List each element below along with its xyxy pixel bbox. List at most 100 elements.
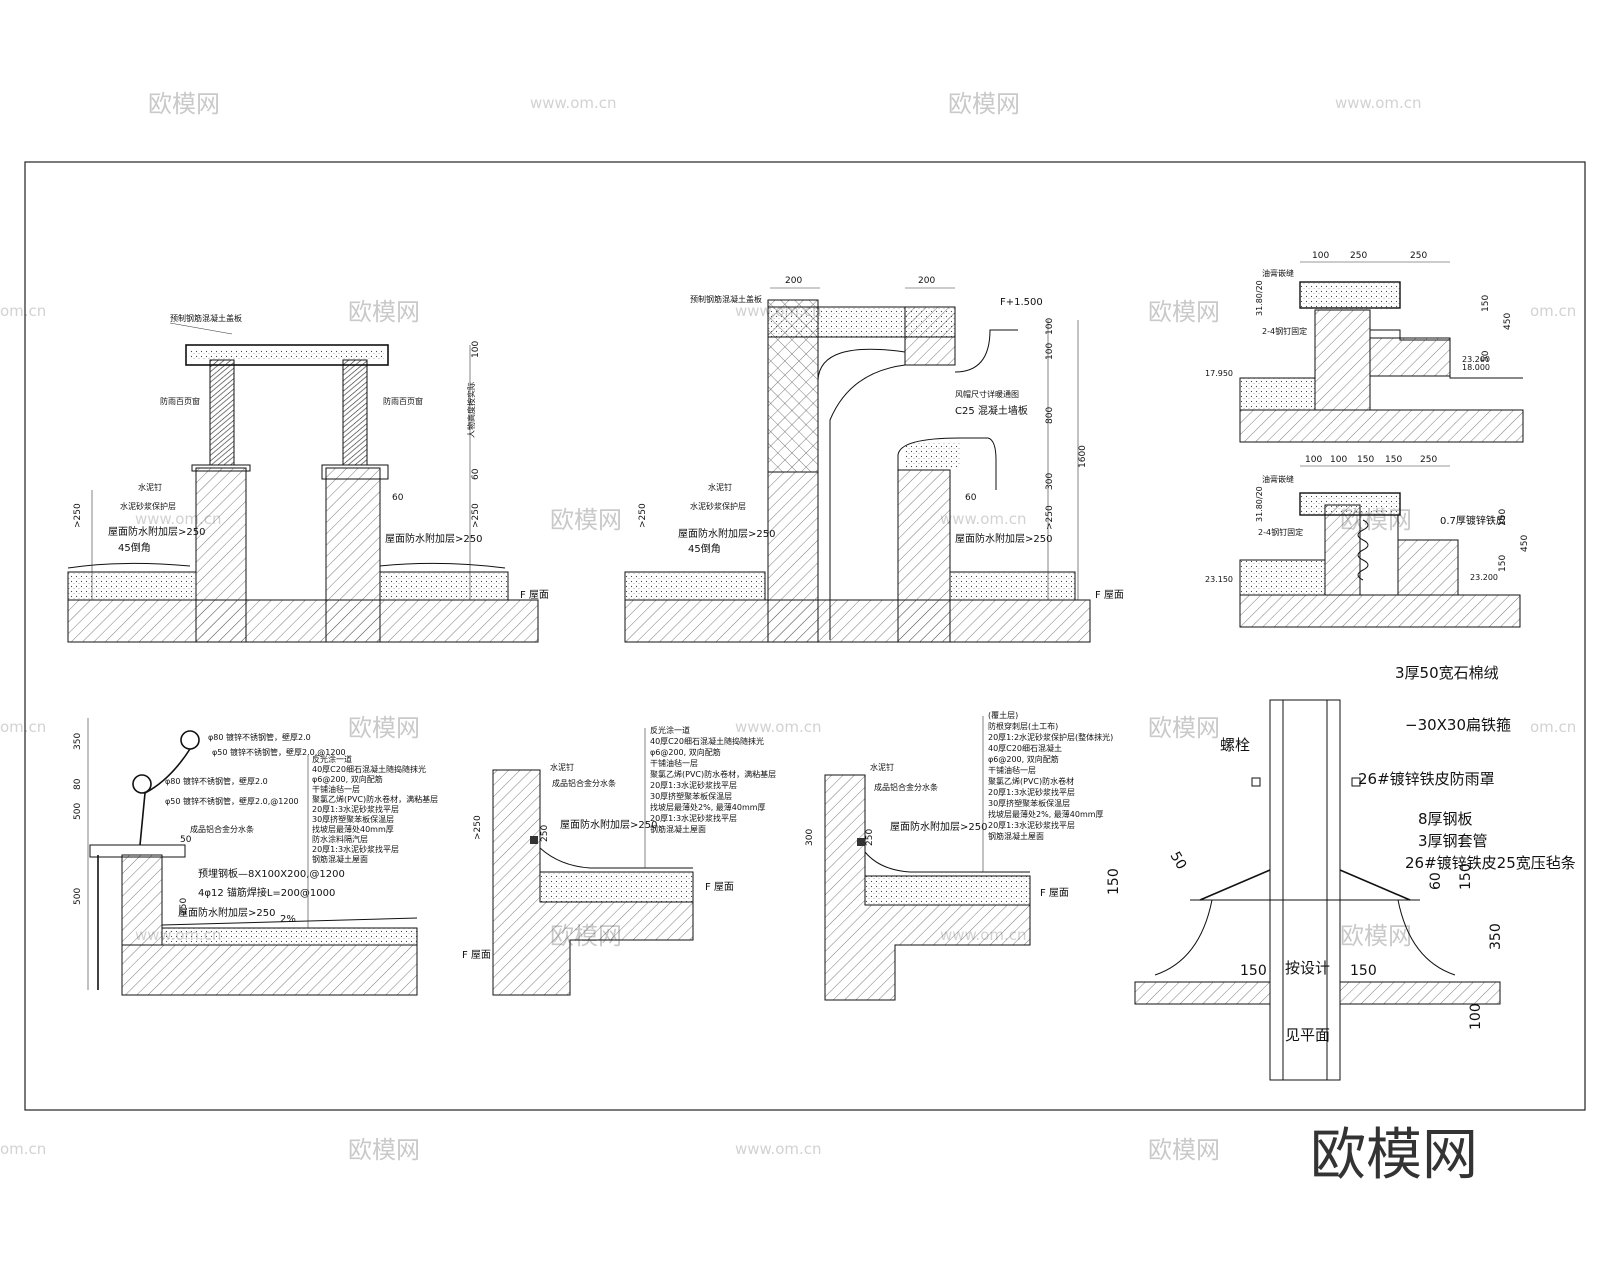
- svg-text:50: 50: [1481, 350, 1491, 362]
- svg-text:钢筋混凝土屋面: 钢筋混凝土屋面: [988, 831, 1044, 841]
- svg-text:F 屋面: F 屋面: [1040, 887, 1069, 899]
- svg-text:www.om.cn: www.om.cn: [1335, 94, 1422, 112]
- svg-text:F 屋面: F 屋面: [705, 881, 734, 893]
- svg-text:聚氯乙烯(PVC)防水卷材: 聚氯乙烯(PVC)防水卷材: [988, 776, 1074, 786]
- svg-text:φ6@200, 双向配筋: φ6@200, 双向配筋: [312, 774, 383, 784]
- svg-text:成品铝合金分水条: 成品铝合金分水条: [190, 824, 254, 834]
- svg-text:100: 100: [1330, 455, 1347, 465]
- svg-text:欧模网: 欧模网: [550, 506, 622, 534]
- parapet-top-note: 预制钢筋混凝土盖板: [170, 313, 242, 323]
- svg-text:20厚1:3水泥砂浆找平层: 20厚1:3水泥砂浆找平层: [312, 804, 399, 814]
- svg-text:500: 500: [73, 803, 83, 820]
- svg-text:水泥钉: 水泥钉: [708, 482, 732, 492]
- svg-text:45倒角: 45倒角: [688, 543, 721, 555]
- svg-text:60: 60: [392, 493, 404, 503]
- svg-text:250: 250: [1410, 251, 1427, 261]
- svg-text:找坡层最薄处2%, 最薄40mm厚: 找坡层最薄处2%, 最薄40mm厚: [988, 809, 1104, 819]
- svg-text:150: 150: [1458, 863, 1474, 890]
- svg-text:干铺油毡一层: 干铺油毡一层: [988, 765, 1036, 775]
- svg-text:>250: >250: [471, 503, 481, 528]
- svg-text:(覆土层): (覆土层): [988, 710, 1018, 720]
- svg-text:100: 100: [1045, 318, 1055, 335]
- svg-text:www.om.cn: www.om.cn: [940, 510, 1027, 528]
- svg-text:成品铝合金分水条: 成品铝合金分水条: [874, 782, 938, 792]
- svg-text:300: 300: [1045, 473, 1055, 490]
- svg-text:F 屋面: F 屋面: [1095, 589, 1124, 601]
- detail-joint-top: 100 250 250 150 450 50 油膏嵌缝 2-4钢钉固定 31.8…: [1205, 251, 1524, 443]
- svg-text:200: 200: [918, 276, 935, 286]
- svg-text:>250: >250: [1045, 505, 1055, 530]
- railing-layer-list: 反光涂一道 40厚C20细石混凝土随捣随抹光 φ6@200, 双向配筋 干铺油毡…: [312, 754, 438, 864]
- detail-joint-bottom: 100 100 150 150 250 150 450 150 油膏嵌缝 2-4…: [1205, 455, 1530, 628]
- svg-text:欧模网: 欧模网: [948, 90, 1020, 118]
- svg-text:风帽尺寸详暖通图: 风帽尺寸详暖通图: [955, 389, 1019, 399]
- svg-text:60: 60: [471, 468, 481, 480]
- svg-text:预制钢筋混凝土盖板: 预制钢筋混凝土盖板: [690, 294, 762, 304]
- svg-text:欧模网: 欧模网: [348, 1136, 420, 1164]
- svg-text:30厚挤塑聚苯板保温层: 30厚挤塑聚苯板保温层: [650, 791, 732, 801]
- svg-text:>250: >250: [73, 503, 83, 528]
- svg-text:150: 150: [1240, 963, 1267, 979]
- svg-text:防雨百页窗: 防雨百页窗: [160, 396, 200, 406]
- svg-text:干铺油毡一层: 干铺油毡一层: [650, 758, 698, 768]
- svg-text:300: 300: [805, 829, 815, 846]
- svg-text:φ6@200, 双向配筋: φ6@200, 双向配筋: [988, 754, 1059, 764]
- svg-text:150: 150: [1357, 455, 1374, 465]
- detail-roof-a: 水泥钉 成品铝合金分水条 屋面防水附加层>250 >250 250 F 屋面 F…: [462, 725, 776, 996]
- svg-text:欧模网: 欧模网: [148, 90, 220, 118]
- svg-text:F 屋面: F 屋面: [520, 589, 549, 601]
- svg-text:www.om.cn: www.om.cn: [530, 94, 617, 112]
- svg-text:80: 80: [73, 778, 83, 790]
- svg-text:100: 100: [1045, 343, 1055, 360]
- svg-text:250: 250: [865, 829, 875, 846]
- svg-text:4φ12 锚筋焊接L=200@1000: 4φ12 锚筋焊接L=200@1000: [198, 886, 335, 899]
- svg-text:20厚1:3水泥砂浆找平层: 20厚1:3水泥砂浆找平层: [312, 844, 399, 854]
- svg-text:屋面防水附加层>250: 屋面防水附加层>250: [890, 820, 987, 833]
- svg-text:40厚C20细石混凝土: 40厚C20细石混凝土: [988, 743, 1062, 753]
- svg-text:干铺油毡一层: 干铺油毡一层: [312, 784, 360, 794]
- svg-text:450: 450: [1520, 535, 1530, 552]
- detail-pipe: 3厚50宽石棉绒 −30X30扁铁箍 26#镀锌铁皮防雨罩 8厚钢板 3厚钢套管…: [1106, 664, 1576, 1081]
- drawing-frame: [24, 161, 1586, 1111]
- roof-a-layer-list: 反光涂一道 40厚C20细石混凝土随捣随抹光 φ6@200, 双向配筋 干铺油毡…: [650, 725, 776, 834]
- svg-text:2-4钢钉固定: 2-4钢钉固定: [1258, 527, 1303, 537]
- svg-text:150: 150: [1385, 455, 1402, 465]
- svg-text:1600: 1600: [1078, 445, 1088, 468]
- svg-text:水泥砂浆保护层: 水泥砂浆保护层: [690, 501, 746, 511]
- svg-text:800: 800: [1045, 407, 1055, 424]
- detail-parapet: 预制钢筋混凝土盖板 防雨百页窗 防雨百页窗 水泥钉 水泥砂浆保护层 屋面防水附加…: [67, 313, 549, 643]
- svg-text:欧模网: 欧模网: [1148, 1136, 1220, 1164]
- svg-text:人物高度按实际: 人物高度按实际: [466, 382, 476, 438]
- svg-text:150: 150: [1106, 868, 1122, 895]
- svg-text:欧模网: 欧模网: [1340, 922, 1412, 950]
- svg-text:500: 500: [73, 888, 83, 905]
- svg-text:成品铝合金分水条: 成品铝合金分水条: [552, 778, 616, 788]
- roof-b-layer-list: (覆土层) 防根穿刺层(土工布) 20厚1:2水泥砂浆保护层(整体抹光) 40厚…: [988, 710, 1113, 841]
- svg-text:450: 450: [1503, 313, 1513, 330]
- svg-text:40厚C20细石混凝土随捣随抹光: 40厚C20细石混凝土随捣随抹光: [312, 764, 426, 774]
- detail-roof-b: 水泥钉 成品铝合金分水条 屋面防水附加层>250 300 250 F 屋面 (覆…: [805, 710, 1113, 1001]
- svg-text:60: 60: [1428, 872, 1444, 890]
- svg-text:钢筋混凝土屋面: 钢筋混凝土屋面: [650, 824, 706, 834]
- svg-text:26#镀锌铁皮25宽压毡条: 26#镀锌铁皮25宽压毡条: [1405, 854, 1576, 872]
- svg-text:水泥钉: 水泥钉: [138, 482, 162, 492]
- svg-text:水泥砂浆保护层: 水泥砂浆保护层: [120, 501, 176, 511]
- svg-text:2-4钢钉固定: 2-4钢钉固定: [1262, 326, 1307, 336]
- svg-text:屋面防水附加层>250: 屋面防水附加层>250: [178, 906, 275, 919]
- svg-text:0.7厚镀锌铁皮: 0.7厚镀锌铁皮: [1440, 514, 1506, 527]
- svg-text:3厚钢套管: 3厚钢套管: [1418, 832, 1488, 850]
- svg-text:250: 250: [540, 825, 550, 842]
- svg-text:φ50 镀锌不锈钢管，壁厚2.0,@1200: φ50 镀锌不锈钢管，壁厚2.0,@1200: [212, 747, 346, 757]
- svg-text:350: 350: [73, 733, 83, 750]
- svg-text:钢筋混凝土屋面: 钢筋混凝土屋面: [312, 854, 368, 864]
- svg-text:油膏嵌缝: 油膏嵌缝: [1262, 268, 1294, 278]
- svg-text:屋面防水附加层>250: 屋面防水附加层>250: [108, 525, 205, 538]
- svg-text:60: 60: [965, 493, 977, 503]
- svg-text:150: 150: [1481, 295, 1491, 312]
- svg-text:屋面防水附加层>250: 屋面防水附加层>250: [955, 532, 1052, 545]
- svg-text:50: 50: [180, 835, 192, 845]
- svg-text:23.150: 23.150: [1205, 575, 1233, 584]
- svg-text:100: 100: [1468, 1003, 1484, 1030]
- svg-text:om.cn: om.cn: [1530, 302, 1576, 320]
- svg-text:见平面: 见平面: [1285, 1026, 1330, 1044]
